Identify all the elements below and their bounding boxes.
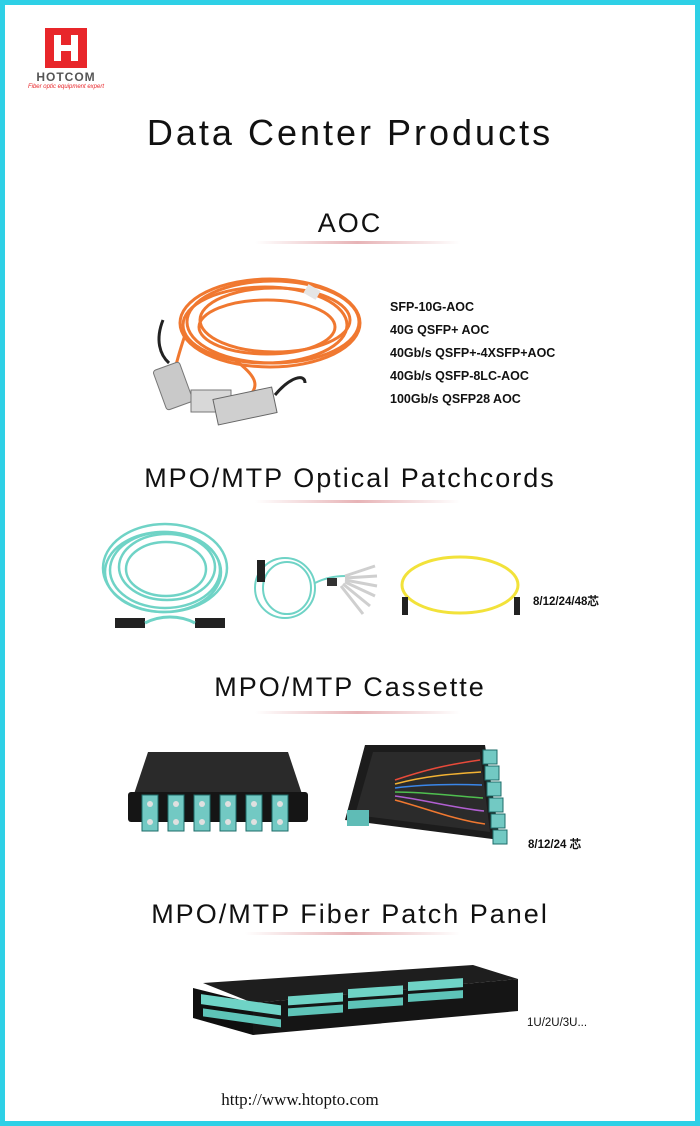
section-title-patchcords: MPO/MTP Optical Patchcords <box>144 463 556 493</box>
section-title-patch-panel: MPO/MTP Fiber Patch Panel <box>151 899 549 929</box>
patchcord-fiber-count: 8/12/24/48芯 <box>533 596 599 608</box>
cassette-front-image <box>128 752 308 832</box>
logo: HOTCOM Fiber optic equipment expert <box>26 28 106 90</box>
patch-panel-image <box>193 965 518 1035</box>
panel-rack-units: 1U/2U/3U... <box>527 1017 588 1029</box>
page-title: Data Center Products <box>146 112 554 153</box>
mpo-yellow-cable-image <box>400 555 520 615</box>
logo-tagline: Fiber optic equipment expert <box>27 84 105 90</box>
section-title-cassette: MPO/MTP Cassette <box>214 672 486 702</box>
mpo-fanout-cable-image <box>254 557 378 619</box>
list-item: SFP-10G-AOC <box>390 300 475 314</box>
logo-h-icon <box>45 28 87 68</box>
section-underline <box>255 241 460 244</box>
section-title-aoc: AOC <box>317 208 383 238</box>
cassette-open-image <box>345 745 508 845</box>
section-underline <box>245 932 460 935</box>
list-item: 40G QSFP+ AOC <box>390 323 490 337</box>
section-underline <box>255 711 460 714</box>
cassette-fiber-count: 8/12/24 芯 <box>528 839 582 851</box>
list-item: 100Gb/s QSFP28 AOC <box>390 392 521 406</box>
footer-url[interactable]: http://www.htopto.com <box>221 1090 379 1109</box>
section-underline <box>255 500 460 503</box>
logo-brand: HOTCOM <box>36 70 96 84</box>
mpo-trunk-cable-image <box>101 522 229 628</box>
aoc-cable-image <box>153 277 362 426</box>
aoc-product-list: SFP-10G-AOC 40G QSFP+ AOC 40Gb/s QSFP+-4… <box>390 296 555 411</box>
list-item: 40Gb/s QSFP-8LC-AOC <box>390 369 529 383</box>
list-item: 40Gb/s QSFP+-4XSFP+AOC <box>390 346 556 360</box>
